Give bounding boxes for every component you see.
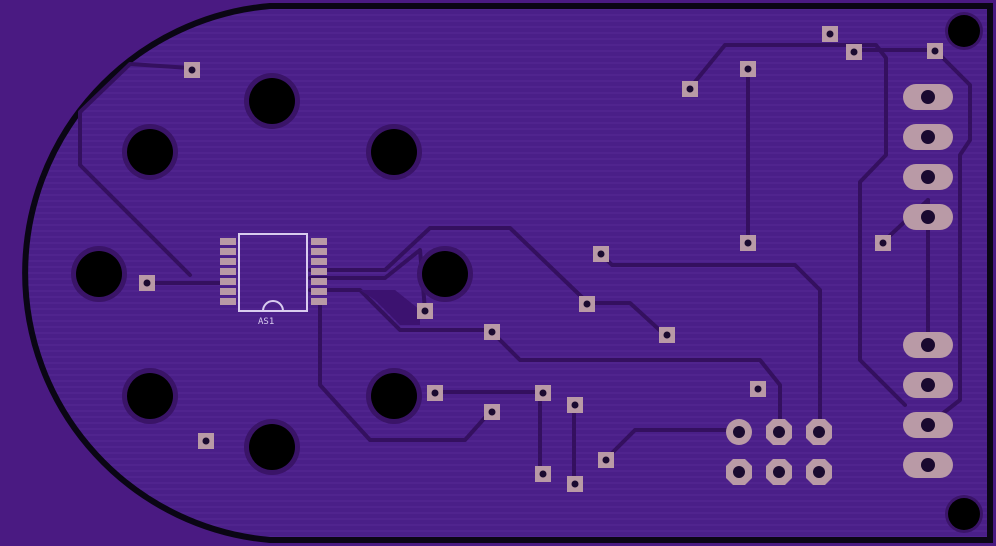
via [682,81,698,97]
connector-pad [903,84,953,110]
header-pads [726,419,832,485]
via [927,43,943,59]
via [822,26,838,42]
header-pad [766,419,792,445]
ic-component: AS1 [220,233,327,327]
connector-pad [903,412,953,438]
via [417,303,433,319]
via [484,324,500,340]
via [740,61,756,77]
mounting-holes [71,12,983,533]
via [750,381,766,397]
via [846,44,862,60]
via [535,385,551,401]
connector-pad [903,452,953,478]
via [427,385,443,401]
connector-pad [903,372,953,398]
ic-pin1-notch [262,300,284,312]
header-pad-round [726,419,752,445]
copper-pour [360,290,420,325]
ic-pads-left [220,238,236,305]
via [659,327,675,343]
header-pad [766,459,792,485]
via [184,62,200,78]
via [593,246,609,262]
ic-pads-right [311,238,327,305]
via [567,476,583,492]
component-designator: AS1 [258,317,274,327]
via [598,452,614,468]
connector-pad [903,164,953,190]
connector-pad [903,204,953,230]
connector-pad [903,332,953,358]
connector-pads [903,84,953,478]
via [579,296,595,312]
header-pad [806,419,832,445]
via [535,466,551,482]
ic-silkscreen-outline [238,233,308,312]
via [198,433,214,449]
board-outline [22,2,993,543]
via [875,235,891,251]
via [139,275,155,291]
via [740,235,756,251]
via [484,404,500,420]
connector-pad [903,124,953,150]
via [567,397,583,413]
vias [139,26,943,492]
header-pad [806,459,832,485]
header-pad [726,459,752,485]
